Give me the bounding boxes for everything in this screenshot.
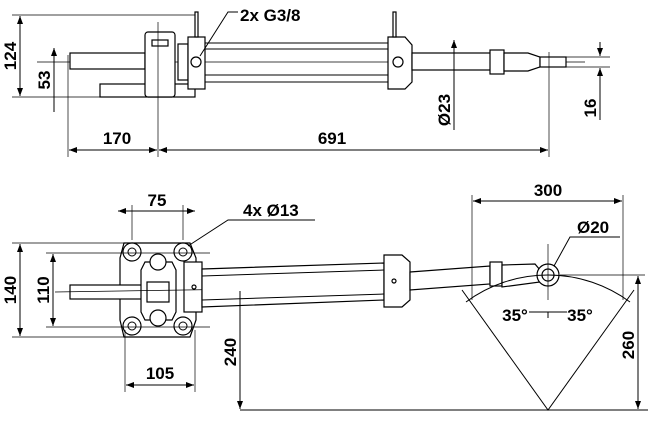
clamp-bolt — [151, 39, 169, 47]
rod-tip — [539, 56, 567, 68]
rod-nut — [489, 261, 503, 287]
dim-124: 124 — [1, 41, 20, 70]
dim-240: 240 — [221, 338, 240, 366]
dim-110: 110 — [34, 276, 53, 303]
bolt-hole — [122, 242, 142, 262]
clamp-body — [144, 31, 176, 98]
dim-105: 105 — [146, 364, 174, 383]
fitting-rear — [392, 11, 397, 38]
piston-rod-right — [409, 265, 491, 291]
port-front — [190, 56, 202, 68]
bottom-view: 35° 35° 75 4x Ø13 140 110 105 240 300 — [1, 181, 648, 411]
clamp-block — [146, 281, 170, 303]
piston-rod-right — [411, 52, 494, 71]
piston-rod-left — [69, 52, 146, 70]
piston-rod-left — [69, 284, 146, 300]
bolt-leader — [187, 219, 315, 247]
angle-right: 35° — [567, 306, 593, 325]
tiller-sector — [461, 289, 635, 411]
port-rear — [392, 56, 404, 68]
dim-diam-23: Ø23 — [435, 94, 454, 126]
dim-diam-20: Ø20 — [577, 218, 609, 237]
dim-691: 691 — [318, 129, 346, 148]
angle-left: 35° — [502, 306, 528, 325]
fitting-front — [194, 11, 199, 38]
rod-nut — [489, 49, 505, 75]
dim-140: 140 — [1, 276, 20, 304]
dim-75: 75 — [148, 191, 167, 210]
top-view: 2x G3/8 124 53 Ø23 16 170 691 — [1, 6, 610, 157]
dim-170: 170 — [103, 129, 131, 148]
rod-end — [503, 52, 541, 72]
bolt-hole — [173, 242, 193, 262]
tiller-arc — [465, 274, 631, 303]
dim-260: 260 — [619, 331, 638, 359]
ports-label: 2x G3/8 — [240, 6, 301, 25]
dim-300: 300 — [534, 181, 562, 200]
bolt-holes — [122, 242, 193, 336]
rear-flange — [383, 254, 411, 308]
bolt-hole — [122, 316, 142, 336]
bolt-hole — [173, 316, 193, 336]
eye-leader — [553, 236, 620, 267]
ports-leader — [199, 11, 238, 57]
nut — [177, 43, 189, 81]
dim-16: 16 — [581, 99, 600, 118]
cylinder-tube — [201, 262, 385, 308]
dim-53: 53 — [35, 71, 54, 90]
bolt-holes-label: 4x Ø13 — [243, 201, 299, 220]
